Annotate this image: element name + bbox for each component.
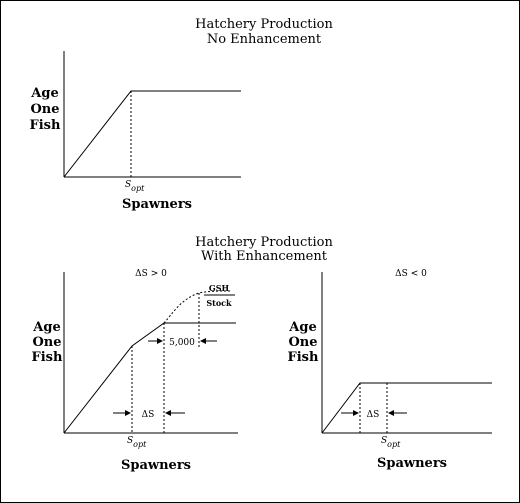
bl-gsh-label: GSH — [209, 283, 230, 293]
top-ylabel-one: One — [30, 102, 59, 117]
bl-condition: ΔS > 0 — [135, 269, 167, 279]
br-ylabel-fish: Fish — [288, 350, 319, 365]
top-ylabel-age: Age — [30, 86, 58, 101]
top-ylabel-fish: Fish — [30, 118, 61, 133]
bl-ylabel-age: Age — [32, 320, 60, 335]
bl-gsh-stock-curve — [163, 290, 232, 324]
top-sopt-label: Sopt — [125, 180, 145, 193]
top-production-curve — [63, 90, 241, 178]
br-condition: ΔS < 0 — [395, 269, 427, 279]
br-xlabel: Spawners — [377, 456, 447, 471]
bl-stock-label: Stock — [206, 298, 232, 308]
top-xlabel: Spawners — [122, 197, 192, 212]
bl-ylabel-fish: Fish — [32, 350, 63, 365]
bl-sopt-label: Sopt — [127, 436, 147, 449]
br-production-curve — [321, 382, 492, 434]
br-sopt-label: Sopt — [381, 436, 401, 449]
bl-production-curve — [63, 322, 236, 434]
bl-ylabel-one: One — [32, 335, 61, 350]
br-delta-s-label: ΔS — [367, 410, 380, 420]
bottom-title-line2: With Enhancement — [201, 249, 328, 264]
br-ylabel-one: One — [288, 335, 317, 350]
bl-xlabel: Spawners — [121, 458, 191, 473]
top-title-line1: Hatchery Production — [195, 17, 333, 32]
bl-5000-label: 5,000 — [169, 338, 195, 348]
top-title-line2: No Enhancement — [207, 32, 322, 47]
br-ylabel-age: Age — [288, 320, 316, 335]
bl-delta-s-label: ΔS — [142, 410, 155, 420]
bottom-title-line1: Hatchery Production — [195, 235, 333, 250]
